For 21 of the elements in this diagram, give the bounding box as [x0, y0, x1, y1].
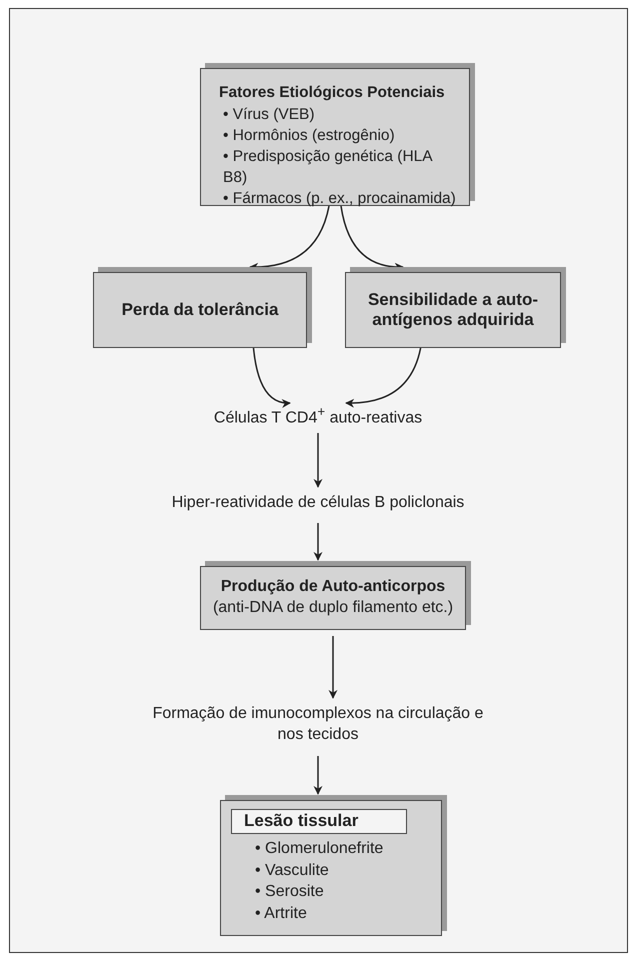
list-item: • Vasculite: [254, 860, 330, 881]
step-text: Formação de imunocomplexos na circulação e nos tecidos: [152, 704, 484, 745]
box-heading: Fatores Etiológicos Potenciais: [219, 83, 446, 103]
list-item: • Serosite: [254, 882, 325, 902]
list-item: • Vírus (VEB): [222, 104, 316, 125]
box-heading: Perda da tolerância: [122, 300, 278, 320]
list-item: • Fármacos (p. ex., procainamida): [222, 188, 457, 209]
arrow: [314, 433, 322, 488]
arrow: [328, 636, 338, 699]
step-text: Hiper-reatividade de células B policlonais: [170, 493, 466, 513]
list-item: • Hormônios (estrogênio): [222, 126, 396, 146]
list-item: • Glomerulonefrite: [254, 838, 384, 859]
step-text: Células T CD4$^{+}$ auto-reativas: [212, 403, 424, 428]
box-heading: Sensibilidade a auto-antígenos adquirida: [366, 290, 540, 330]
list-item: • Artrite: [254, 904, 308, 924]
box-subtext: (anti-DNA de duplo filamento etc.): [212, 598, 454, 618]
box-heading: Produção de Auto-anticorpos: [220, 577, 446, 597]
arrow: [345, 348, 422, 408]
box-heading: Lesão tissular: [231, 809, 407, 834]
arrow: [252, 348, 291, 408]
list-item: • Predisposição genética (HLA B8): [222, 146, 434, 188]
